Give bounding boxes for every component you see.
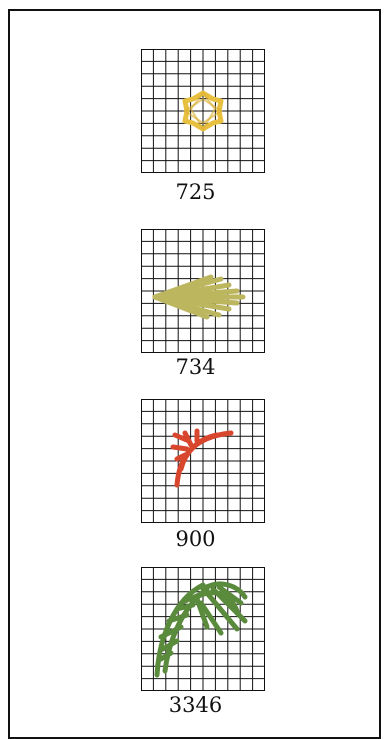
grid-lines bbox=[141, 399, 265, 523]
stitch-grid bbox=[141, 49, 265, 173]
color-code-label: 725 bbox=[0, 182, 391, 203]
color-code-label: 734 bbox=[0, 357, 391, 378]
stitch-pattern-fan-left bbox=[155, 277, 243, 317]
stitch-grid bbox=[141, 399, 265, 523]
stitch-grid bbox=[141, 567, 265, 691]
color-code-label: 900 bbox=[0, 529, 391, 550]
stitch-grid bbox=[141, 229, 265, 353]
stitch-pattern-curve-arc bbox=[173, 431, 231, 485]
color-code-label: 3346 bbox=[0, 695, 391, 716]
grid-lines bbox=[141, 49, 265, 173]
